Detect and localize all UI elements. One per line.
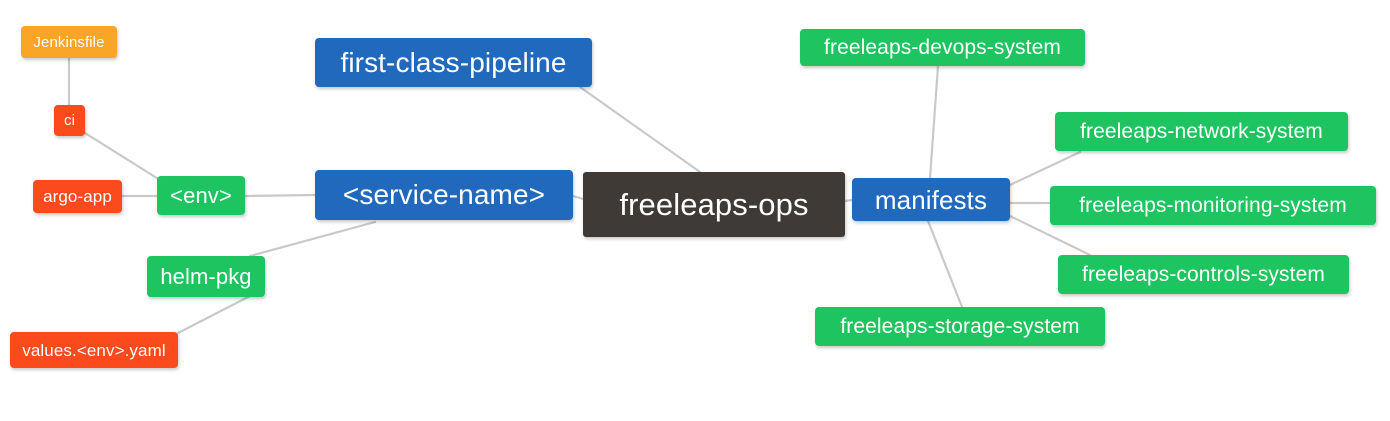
edge-servicename-root bbox=[571, 194, 585, 201]
node-env-label: <env> bbox=[170, 182, 232, 208]
node-first-class-pipeline[interactable]: first-class-pipeline bbox=[315, 38, 592, 87]
node-ci-label: ci bbox=[63, 112, 76, 129]
edge-env-servicename bbox=[243, 193, 317, 198]
node-argo-app-label: argo-app bbox=[43, 187, 112, 206]
edge-values-helmpkg bbox=[176, 294, 252, 335]
edge-helmpkg-servicename bbox=[248, 220, 377, 258]
node-freeleaps-controls-system[interactable]: freeleaps-controls-system bbox=[1058, 255, 1349, 294]
node-manifests-label: manifests bbox=[874, 184, 988, 215]
node-values-yaml[interactable]: values.<env>.yaml bbox=[10, 332, 178, 368]
node-freeleaps-ops-root[interactable]: freeleaps-ops bbox=[583, 172, 845, 237]
node-env[interactable]: <env> bbox=[157, 176, 245, 215]
node-freeleaps-devops-system-label: freeleaps-devops-system bbox=[824, 36, 1061, 59]
node-values-yaml-label: values.<env>.yaml bbox=[22, 340, 166, 360]
edge-firstclasspipeline-root bbox=[578, 85, 702, 174]
node-service-name-label: <service-name> bbox=[342, 179, 546, 210]
node-ci[interactable]: ci bbox=[54, 105, 85, 136]
node-freeleaps-storage-system-label: freeleaps-storage-system bbox=[840, 315, 1080, 338]
node-service-name[interactable]: <service-name> bbox=[315, 170, 573, 220]
edge-manifests-devops bbox=[928, 64, 940, 180]
node-freeleaps-storage-system[interactable]: freeleaps-storage-system bbox=[815, 307, 1105, 346]
node-freeleaps-monitoring-system[interactable]: freeleaps-monitoring-system bbox=[1050, 186, 1376, 225]
node-jenkinsfile[interactable]: Jenkinsfile bbox=[21, 26, 117, 58]
node-manifests[interactable]: manifests bbox=[852, 178, 1010, 221]
node-freeleaps-monitoring-system-label: freeleaps-monitoring-system bbox=[1079, 194, 1347, 217]
edge-ci-env bbox=[83, 131, 162, 182]
node-argo-app[interactable]: argo-app bbox=[33, 180, 122, 213]
edge-root-manifests bbox=[843, 198, 854, 203]
edge-manifests-storage bbox=[926, 219, 964, 309]
node-freeleaps-network-system-label: freeleaps-network-system bbox=[1080, 120, 1323, 143]
node-freeleaps-devops-system[interactable]: freeleaps-devops-system bbox=[800, 29, 1085, 66]
node-jenkinsfile-label: Jenkinsfile bbox=[33, 33, 105, 51]
node-helm-pkg-label: helm-pkg bbox=[160, 263, 252, 289]
node-helm-pkg[interactable]: helm-pkg bbox=[147, 256, 265, 297]
node-freeleaps-controls-system-label: freeleaps-controls-system bbox=[1082, 263, 1325, 286]
node-freeleaps-network-system[interactable]: freeleaps-network-system bbox=[1055, 112, 1348, 151]
node-freeleaps-ops-label: freeleaps-ops bbox=[619, 187, 809, 222]
node-first-class-pipeline-label: first-class-pipeline bbox=[340, 46, 567, 78]
edge-manifests-network bbox=[1008, 150, 1082, 187]
